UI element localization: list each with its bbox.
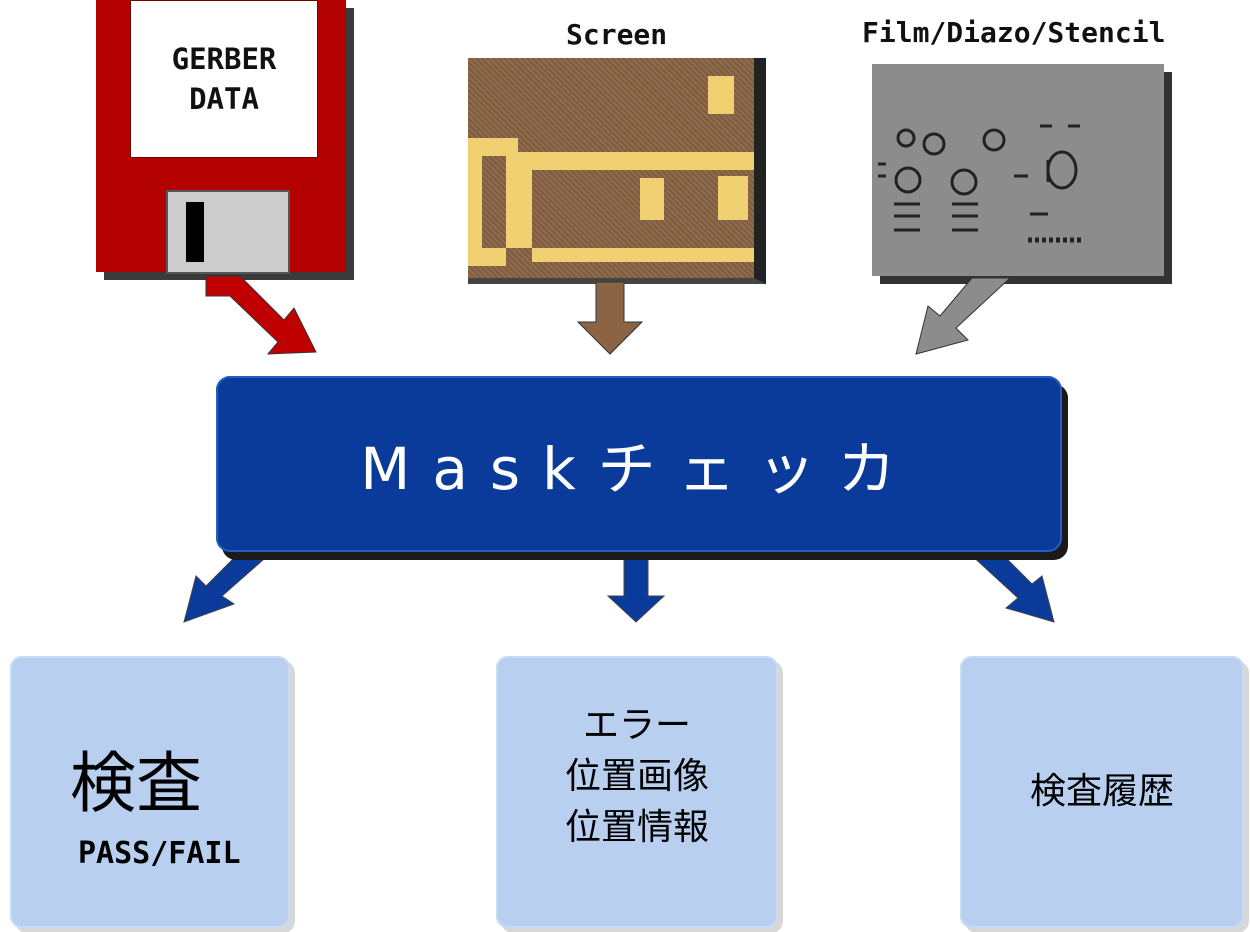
pass-fail-label: PASS/FAIL xyxy=(78,836,241,871)
floppy-disk-icon: GERBER DATA xyxy=(96,0,346,274)
output-box-error xyxy=(496,656,778,928)
inspection-label: 検査 xyxy=(70,745,202,822)
mask-checker-label: Maskチェッカ xyxy=(360,435,918,503)
floppy-hole xyxy=(186,202,204,262)
data-label: DATA xyxy=(189,82,259,116)
error-label: エラー xyxy=(582,705,691,746)
position-image-label: 位置画像 xyxy=(564,756,709,797)
arrow-checker-to-output-3 xyxy=(966,551,1055,623)
error-info-text: エラー 位置画像 位置情報 xyxy=(496,700,778,853)
screen-pattern-graphic xyxy=(468,76,754,266)
arrow-checker-to-output-2 xyxy=(606,551,666,623)
floppy-label: GERBER DATA xyxy=(130,0,318,158)
inspection-history-label: 検査履歴 xyxy=(1030,771,1175,812)
gerber-label: GERBER xyxy=(171,42,277,76)
mask-checker-box: Maskチェッカ xyxy=(216,376,1062,552)
arrow-checker-to-output-1 xyxy=(183,551,274,623)
arrow-screen-to-checker xyxy=(576,281,644,355)
screen-image xyxy=(468,58,766,284)
film-image xyxy=(872,64,1164,276)
screen-title: Screen xyxy=(566,18,668,51)
floppy-shutter xyxy=(166,190,290,274)
arrow-floppy-to-checker xyxy=(205,275,317,355)
film-pattern-graphic xyxy=(878,124,1082,243)
output-box-inspection xyxy=(10,656,290,928)
film-title: Film/Diazo/Stencil xyxy=(862,16,1166,49)
position-info-label: 位置情報 xyxy=(564,807,709,848)
arrow-film-to-checker xyxy=(915,277,1012,355)
output-box-history xyxy=(960,656,1244,928)
